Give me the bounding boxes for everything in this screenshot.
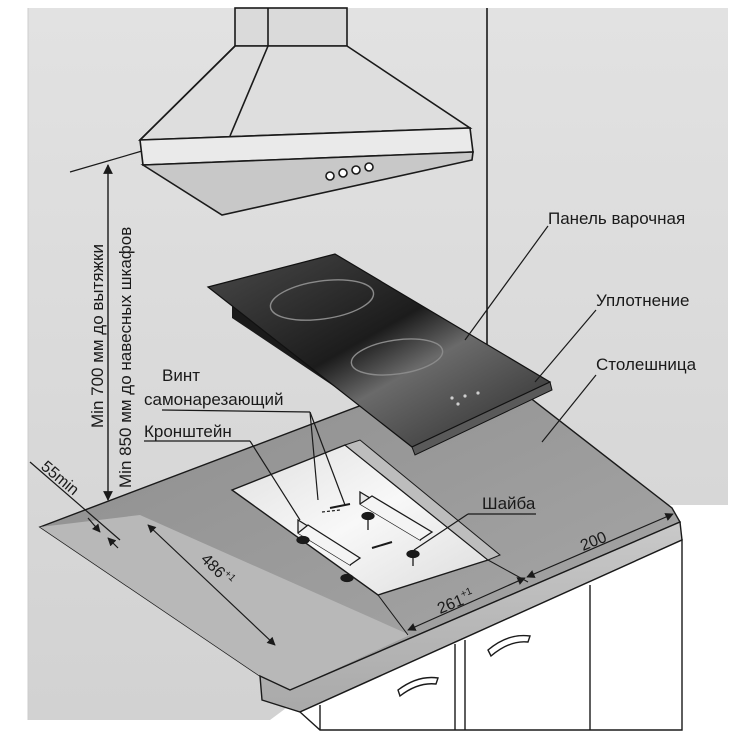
label-screw-line1: Винт [162, 366, 200, 385]
screw-3 [321, 509, 341, 513]
cabinet-clearance-note: Min 850 мм до навесных шкафов [116, 227, 135, 488]
burner-front [350, 338, 444, 376]
label-bracket: Кронштейн [144, 422, 232, 441]
hood-clearance-guide [69, 150, 143, 173]
cooker-hood [137, 7, 474, 216]
label-washer: Шайба [482, 494, 536, 513]
cutout-width-arrow [407, 577, 526, 631]
washer-4 [340, 573, 354, 583]
label-hob-panel: Панель варочная [548, 209, 685, 228]
side-distance-arrow [526, 513, 674, 578]
cabinet-handle-right [487, 634, 531, 658]
label-countertop: Столешница [596, 355, 697, 374]
label-screw-line2: самонарезающий [144, 390, 283, 409]
hood-clearance-note: Min 700 мм до вытяжки [88, 244, 107, 428]
mounting-hardware [296, 490, 434, 583]
leader-lines [144, 225, 597, 551]
lower-cabinets [298, 538, 683, 731]
cutout-width-guide [377, 594, 409, 636]
cutout-depth-arrow [147, 524, 276, 646]
washer-3 [296, 535, 310, 545]
edge-offset-dimension [29, 461, 121, 549]
burner-rear [269, 279, 375, 321]
cabinet-handle-left [397, 676, 439, 698]
screw-1 [329, 503, 351, 509]
glass-cooktop [206, 253, 553, 456]
screw-2 [371, 541, 393, 549]
label-seal: Уплотнение [596, 291, 689, 310]
